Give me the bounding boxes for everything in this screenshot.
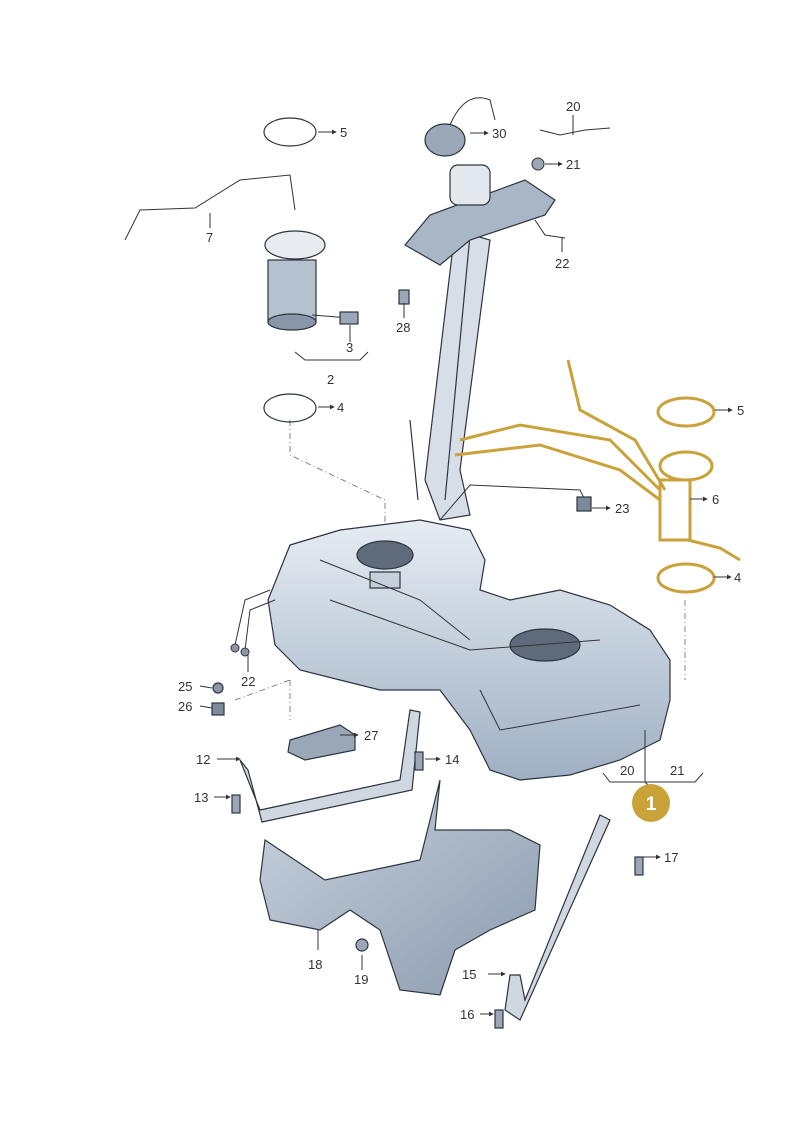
heat-shield-18 xyxy=(259,779,541,996)
callout-22-top: 22 xyxy=(555,256,569,271)
vent-line xyxy=(439,484,586,521)
callout-7: 7 xyxy=(206,230,213,245)
callout-4-right: 4 xyxy=(734,570,741,585)
callout-22-left: 22 xyxy=(241,674,255,689)
callout-26: 26 xyxy=(178,699,192,714)
callout-5-right: 5 xyxy=(737,403,744,418)
fuel-tank xyxy=(267,519,671,781)
callout-25: 25 xyxy=(178,679,192,694)
callout-4-left: 4 xyxy=(337,400,344,415)
callout-17: 17 xyxy=(664,850,678,865)
callout-14: 14 xyxy=(445,752,459,767)
callout-21-bottom: 21 xyxy=(670,763,684,778)
callout-19: 19 xyxy=(354,972,368,987)
callout-16: 16 xyxy=(460,1007,474,1022)
callout-2: 2 xyxy=(327,372,334,387)
callout-18: 18 xyxy=(308,957,322,972)
assembly-badge-1: 1 xyxy=(632,784,670,822)
highlighted-parts xyxy=(454,359,741,594)
callout-21-top: 21 xyxy=(566,157,580,172)
leader-lines xyxy=(199,115,733,1017)
callout-15: 15 xyxy=(462,967,476,982)
callout-12: 12 xyxy=(196,752,210,767)
badge-label: 1 xyxy=(646,794,657,815)
hose-7 xyxy=(124,174,296,241)
strap-left xyxy=(239,709,421,823)
filler-neck xyxy=(409,229,491,521)
bracket-27 xyxy=(287,724,356,761)
seal-rings-left xyxy=(263,117,317,423)
callout-20-bottom: 20 xyxy=(620,763,634,778)
callout-20-top: 20 xyxy=(566,99,580,114)
sensor-top-right xyxy=(531,127,611,239)
callout-30: 30 xyxy=(492,126,506,141)
callout-23: 23 xyxy=(615,501,629,516)
fuel-pump-2 xyxy=(264,230,359,331)
callout-6: 6 xyxy=(712,492,719,507)
badge-circle xyxy=(632,784,670,822)
filler-head-bracket xyxy=(404,97,556,266)
callout-3: 3 xyxy=(346,340,353,355)
hose-22-left xyxy=(230,589,276,657)
callout-5-top: 5 xyxy=(340,125,347,140)
callout-28: 28 xyxy=(396,320,410,335)
callout-13: 13 xyxy=(194,790,208,805)
callout-27: 27 xyxy=(364,728,378,743)
assembly-dash-lines xyxy=(234,420,686,720)
strap-right xyxy=(504,814,611,1021)
callouts: 5 30 20 21 7 22 28 3 2 4 5 6 23 4 22 25 … xyxy=(178,99,744,1022)
